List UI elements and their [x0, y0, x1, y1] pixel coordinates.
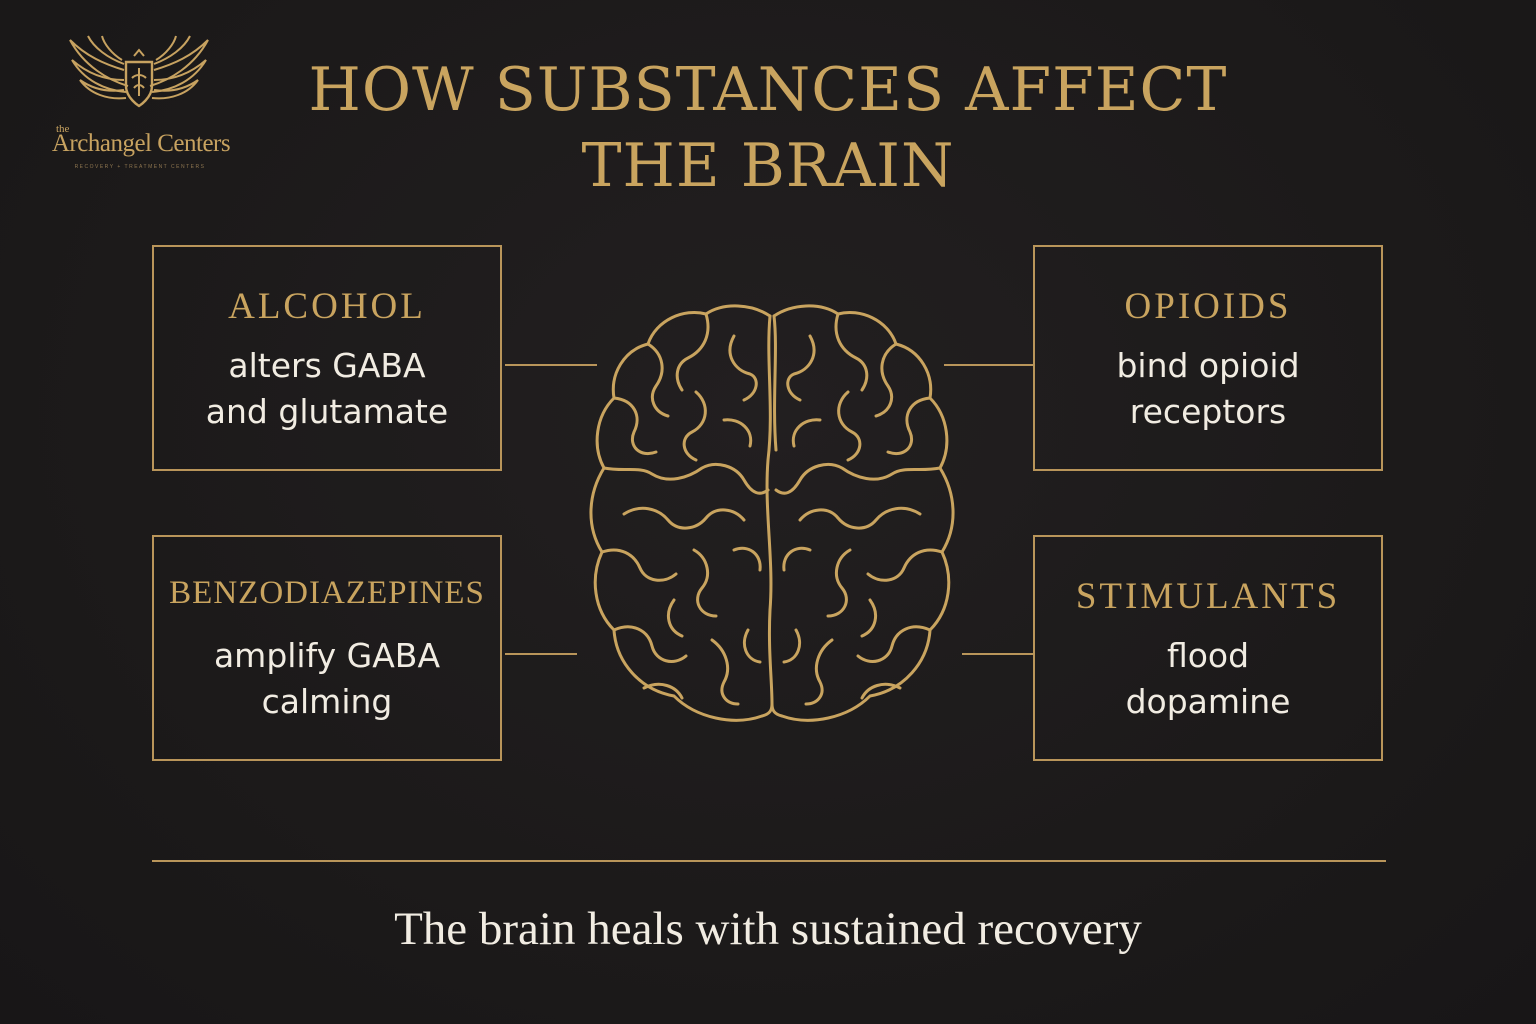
- alcohol-connector: [505, 364, 597, 366]
- alcohol-effect-line-2: and glutamate: [205, 392, 449, 431]
- alcohol-effect-line-1: alters GABA: [228, 346, 426, 385]
- opioids-effect-line-2: receptors: [1129, 392, 1287, 431]
- benzodiazepines-box: BENZODIAZEPINES amplify GABA calming: [152, 535, 502, 761]
- benzodiazepines-effect-line-1: amplify GABA: [213, 636, 441, 675]
- opioids-heading: OPIOIDS: [1124, 286, 1292, 327]
- footer-divider: [152, 860, 1386, 862]
- title-line-2: THE BRAIN: [581, 131, 955, 201]
- brand-logo: Archangel Centers RECOVERY + TREATMENT C…: [40, 34, 240, 174]
- brand-name: Archangel Centers: [51, 130, 231, 157]
- benzodiazepines-connector: [505, 653, 577, 655]
- opioids-effect-line-1: bind opioid: [1116, 346, 1300, 385]
- opioids-box: OPIOIDS bind opioid receptors: [1033, 245, 1383, 471]
- alcohol-box: ALCOHOL alters GABA and glutamate: [152, 245, 502, 471]
- winged-crest-icon: [69, 35, 209, 108]
- alcohol-effect: alters GABA and glutamate: [154, 343, 500, 435]
- footer-message: The brain heals with sustained recovery: [394, 903, 1142, 955]
- brand-prefix: the: [56, 123, 70, 135]
- alcohol-heading: ALCOHOL: [228, 286, 426, 327]
- stimulants-heading: STIMULANTS: [1075, 576, 1341, 617]
- title-line-1: HOW SUBSTANCES AFFECT: [308, 55, 1228, 125]
- opioids-connector: [944, 364, 1033, 366]
- benzodiazepines-effect-line-2: calming: [261, 682, 393, 721]
- stimulants-connector: [962, 653, 1033, 655]
- opioids-effect: bind opioid receptors: [1035, 343, 1381, 435]
- stimulants-effect: flood dopamine: [1035, 633, 1381, 725]
- brain-icon: [589, 304, 955, 722]
- page-title: HOW SUBSTANCES AFFECT THE BRAIN: [268, 52, 1268, 204]
- benzodiazepines-heading: BENZODIAZEPINES: [169, 575, 485, 611]
- stimulants-box: STIMULANTS flood dopamine: [1033, 535, 1383, 761]
- stimulants-effect-line-1: flood: [1166, 636, 1250, 675]
- benzodiazepines-effect: amplify GABA calming: [154, 633, 500, 725]
- stimulants-effect-line-2: dopamine: [1125, 682, 1291, 721]
- brand-tagline: RECOVERY + TREATMENT CENTERS: [74, 164, 206, 170]
